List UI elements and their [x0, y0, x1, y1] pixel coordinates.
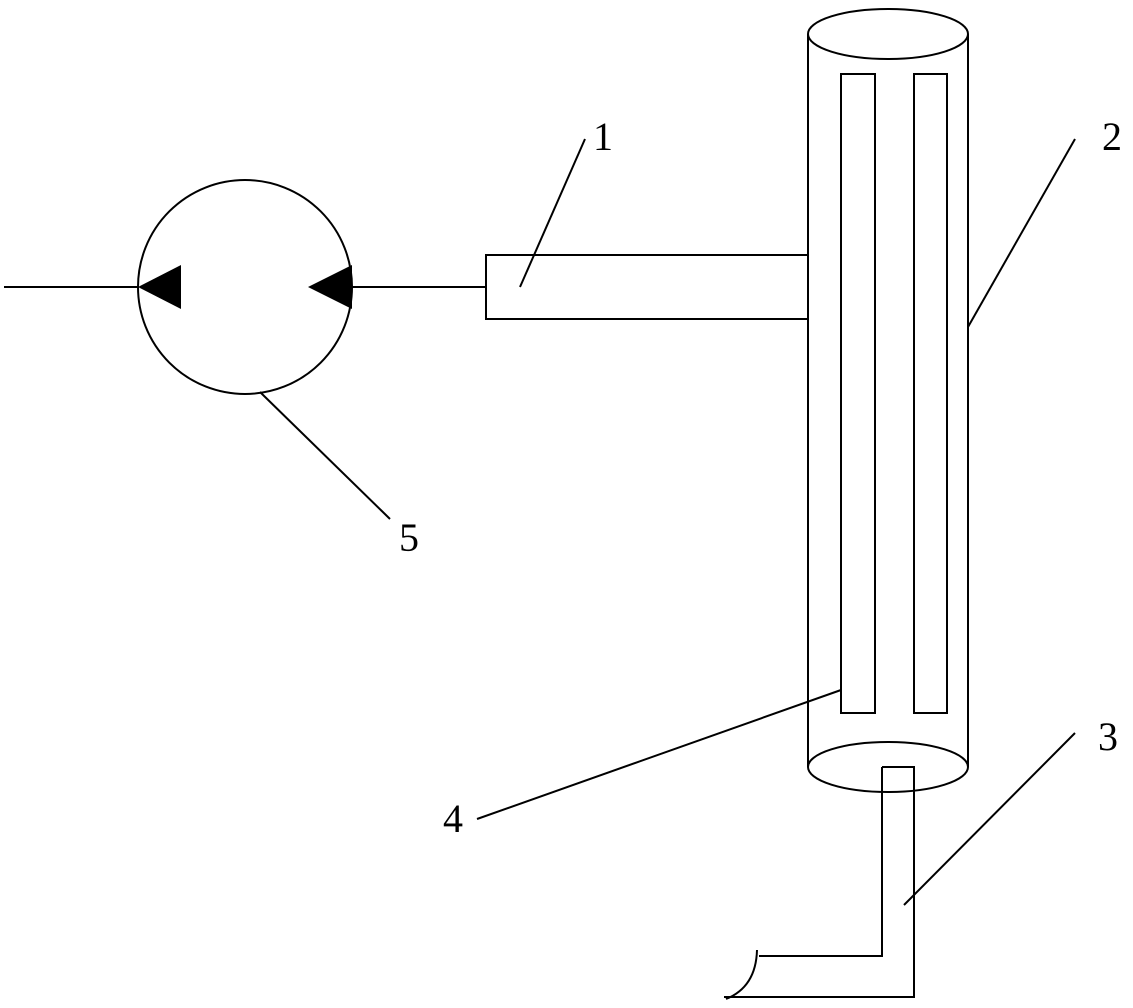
leader-line-5 [259, 391, 391, 520]
label-2: 2 [1102, 114, 1122, 159]
plate-right [913, 73, 948, 714]
outlet-pipe-inner [759, 767, 883, 957]
outlet-pipe-outer [724, 766, 915, 998]
outlet-pipe [724, 766, 915, 1000]
label-4: 4 [443, 796, 463, 841]
label-3: 3 [1098, 714, 1118, 759]
pump-arrow-left [138, 265, 181, 309]
plate-left [840, 73, 876, 714]
outlet-pipe-end [725, 949, 758, 1000]
label-1: 1 [593, 114, 613, 159]
leader-line-1 [519, 138, 586, 288]
inlet-tube [485, 254, 808, 320]
leader-line-4 [476, 689, 842, 820]
plates [840, 73, 948, 714]
label-5: 5 [399, 515, 419, 560]
column-top-ellipse [807, 8, 969, 60]
pump [4, 179, 486, 395]
number-labels: 1 2 3 4 5 [399, 114, 1122, 841]
leader-line-2 [967, 138, 1076, 328]
leader-lines [259, 138, 1076, 906]
leader-line-3 [903, 732, 1076, 906]
column [807, 8, 969, 793]
inlet-tube-body [485, 254, 808, 320]
pump-arrow-right [308, 265, 352, 309]
column-bottom-ellipse [807, 741, 969, 793]
